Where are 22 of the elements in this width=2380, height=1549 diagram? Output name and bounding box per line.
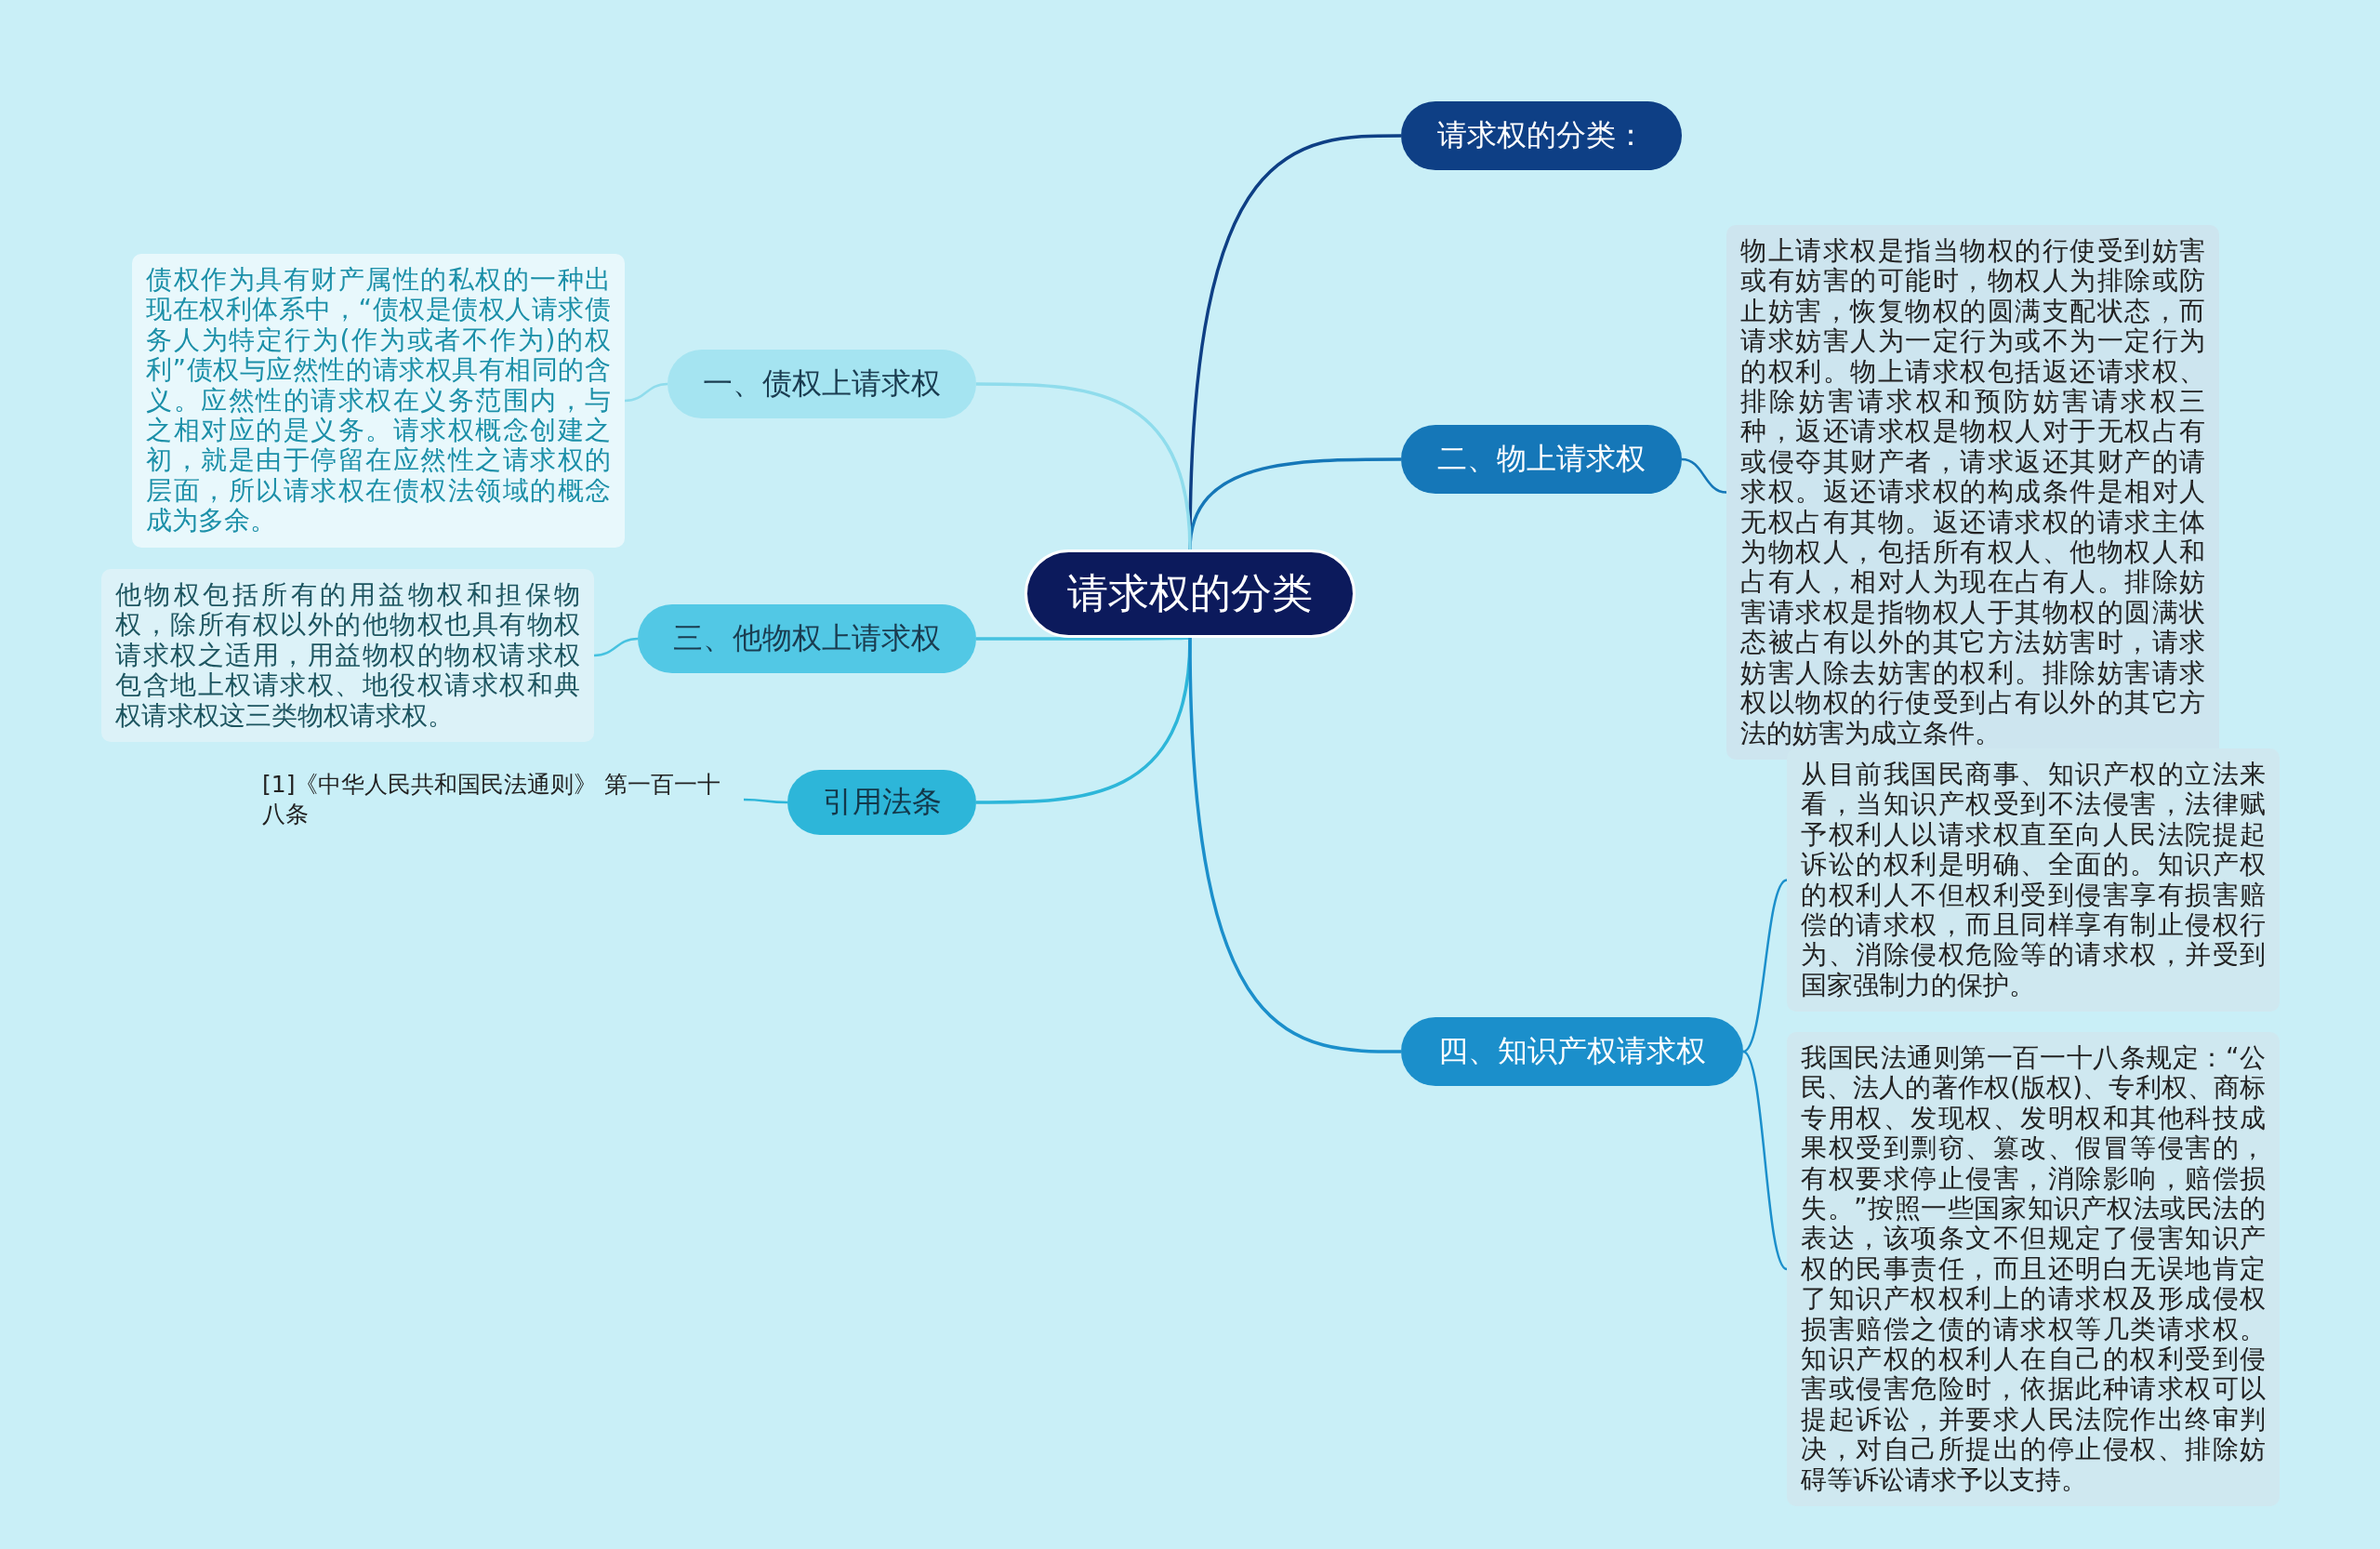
note-card: 我国民法通则第一百一十八条规定：“公民、法人的著作权(版权)、专利权、商标专用权、发现权、发明权和其他科技成果权受到剽窃、篡改、假冒等侵害的，有权要求停止侵害，消除影响，赔偿损失。”按照一些国家知识产权法或民法的表达，该项条文不但规定了侵害知识产权的民事责任，而且还明白无误地肯定了知识产权权利上的请求权及形成侵权损害赔偿之债的请求权等几类请求权。知识产权的权利人在自己的权利受到侵害或侵害危险时，依据此种请求权可以提起诉讼，并要求人民法院作出终审判决，对自己所提出的停止侵权、排除妨碍等诉讼请求予以支持。: [1787, 1032, 2280, 1507]
note-card: 物上请求权是指当物权的行使受到妨害或有妨害的可能时，物权人为排除或防止妨害，恢复物权的圆满支配状态，而请求妨害人为一定行为或不为一定行为的权利。物上请求权包括返还请求权、排除妨害请求权和预防妨害请求权三种，返还请求权是物权人对于无权占有或侵夺其财产者，请求返还其财产的请求权。返还请求权的构成条件是相对人无权占有其物。返还请求权的请求主体为物权人，包括所有权人、他物权人和占有人，相对人为现在占有人。排除妨害请求权是指物权人于其物权的圆满状态被占有以外的其它方法妨害时，请求妨害人除去妨害的权利。排除妨害请求权以物权的行使受到占有以外的其它方法的妨害为成立条件。: [1726, 225, 2219, 760]
note-card: 债权作为具有财产属性的私权的一种出现在权利体系中，“债权是债权人请求债务人为特定行为(作为或者不作为)的权利”债权与应然性的请求权具有相同的含义。应然性的请求权在义务范围内，与之相对应的是义务。请求权概念创建之初，就是由于停留在应然性之请求权的层面，所以请求权在债权法领域的概念成为多余。: [132, 254, 625, 548]
topic-pill: 一、债权上请求权: [668, 350, 976, 418]
connector-line: [1188, 637, 1401, 1053]
connector-line: [1742, 1051, 1788, 1270]
central-topic: 请求权的分类: [1025, 549, 1355, 638]
topic-pill: 引用法条: [787, 770, 976, 835]
connector-line: [976, 636, 1191, 641]
connector-line: [1681, 457, 1727, 494]
connector-line: [1742, 879, 1788, 1053]
connector-line: [624, 382, 668, 403]
topic-pill: 二、物上请求权: [1401, 425, 1682, 494]
connector-line: [976, 382, 1192, 550]
reference-text: [1]《中华人民共和国民法通则》 第一百一十八条: [251, 770, 744, 829]
topic-pill: 三、他物权上请求权: [638, 604, 976, 673]
note-card: 从目前我国民商事、知识产权的立法来看，当知识产权受到不法侵害，法律赋予权利人以请求权直至向人民法院提起诉讼的权利是明确、全面的。知识产权的权利人不但权利受到侵害享有损害赔偿的请求权，而且同样享有制止侵权行为、消除侵权危险等的请求权，并受到国家强制力的保护。: [1787, 748, 2280, 1013]
note-card: 他物权包括所有的用益物权和担保物权，除所有权以外的他物权也具有物权请求权之适用，用益物权的物权请求权包含地上权请求权、地役权请求权和典权请求权这三类物权请求权。: [101, 569, 594, 743]
topic-pill: 四、知识产权请求权: [1401, 1017, 1743, 1086]
connector-line: [744, 798, 787, 804]
connector-line: [593, 637, 639, 657]
topic-pill: 请求权的分类：: [1401, 101, 1682, 170]
